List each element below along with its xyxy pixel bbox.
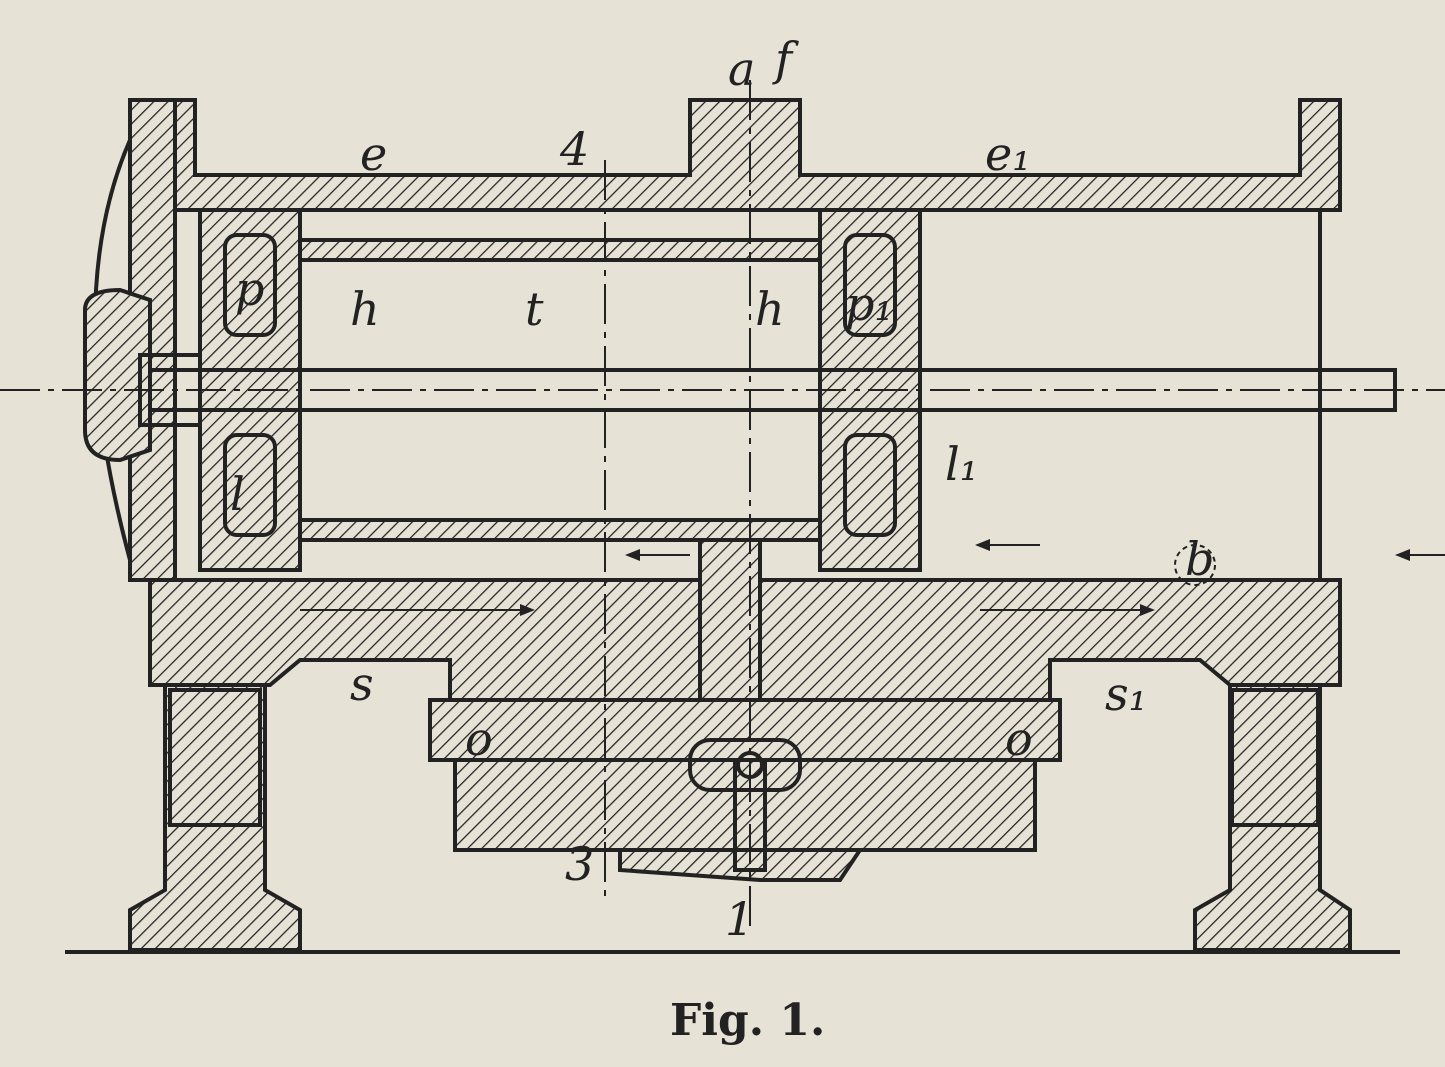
label-l1: l₁ [945,437,978,491]
label-p1: p₁ [845,277,893,331]
label-4: 4 [559,122,589,176]
legs [65,683,1400,954]
label-h-right: h [755,282,785,336]
label-l: l [230,467,245,521]
piston-rod [0,287,1445,463]
label-e1: e₁ [985,127,1031,181]
label-o-right: o [1005,712,1033,766]
label-s1: s₁ [1105,667,1147,721]
label-3: 3 [565,837,594,891]
label-1: 1 [725,892,754,946]
figure-caption: Fig. 1. [670,995,825,1046]
tube-top [298,238,822,262]
label-p: p [235,262,264,316]
label-t: t [525,282,544,336]
label-e: e [360,127,387,181]
tube-bottom [298,518,822,542]
label-h-left: h [350,282,380,336]
label-a: a [728,42,755,96]
central-valve [428,538,1062,882]
label-f: f [772,32,799,86]
label-s: s [350,657,374,711]
label-o-left: o [465,712,493,766]
flow-arrows [300,539,1445,616]
label-b: b [1185,532,1214,586]
